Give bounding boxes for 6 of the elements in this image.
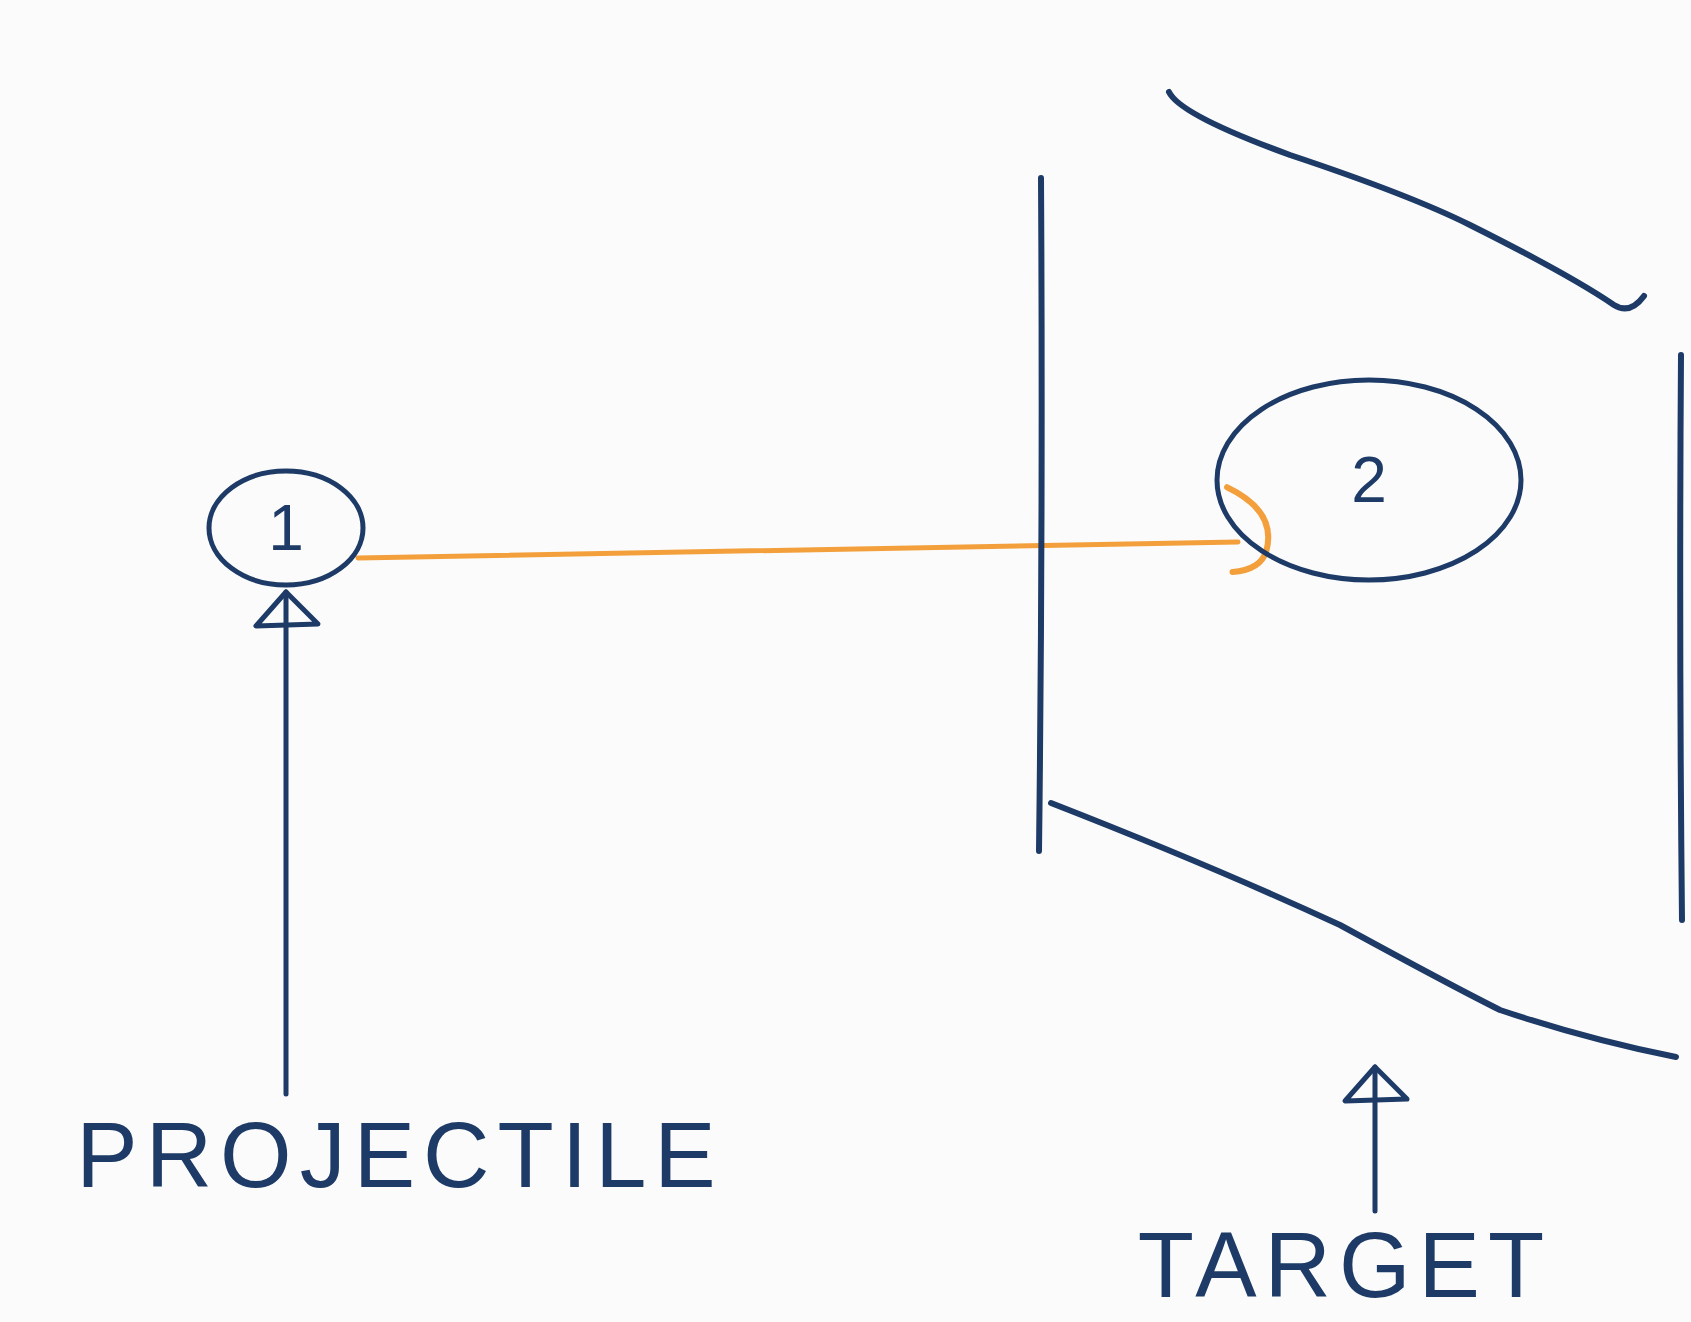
handwritten-label: PROJECTILE xyxy=(76,1109,724,1201)
circled-number: 1 xyxy=(268,496,304,560)
arrow xyxy=(253,589,321,1097)
circled-number: 2 xyxy=(1351,448,1387,512)
arrow xyxy=(1342,1064,1410,1214)
handwritten-label: TARGET xyxy=(1137,1219,1553,1311)
